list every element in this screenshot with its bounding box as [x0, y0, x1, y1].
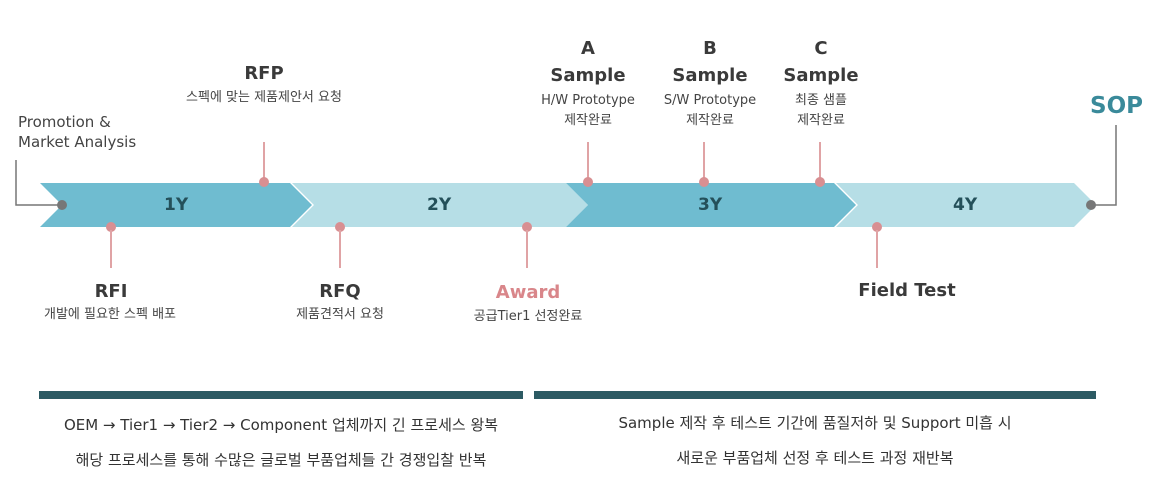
end-dot [1086, 200, 1096, 210]
rfi-title: RFI [94, 281, 128, 302]
field-test-connector [876, 230, 878, 268]
c-sample-title: Sample [783, 65, 859, 86]
right-note-line2: 새로운 부품업체 선정 후 테스트 과정 재반복 [676, 449, 954, 467]
award-title: Award [495, 282, 561, 303]
rfq-connector [339, 230, 341, 268]
b-sample-title: Sample [672, 65, 748, 86]
segment-1y-label: 1Y [164, 195, 189, 215]
right-note-line1: Sample 제작 후 테스트 기간에 품질저하 및 Support 미흡 시 [618, 414, 1012, 432]
b-sample-desc1: S/W Prototype [663, 93, 757, 108]
segment-4y-label: 4Y [953, 195, 978, 215]
rfp-dot [259, 177, 269, 187]
a-sample-letter: A [581, 38, 595, 59]
rfp-connector [263, 142, 265, 180]
start-dot [57, 200, 67, 210]
sop-label: SOP [1090, 93, 1143, 119]
segment-2y-label: 2Y [427, 195, 452, 215]
rfp-desc: 스펙에 맞는 제품제안서 요청 [186, 90, 342, 105]
b-sample-connector [703, 142, 705, 180]
start-label-line2: Market Analysis [18, 133, 137, 151]
c-sample-connector [819, 142, 821, 180]
rfi-dot [106, 222, 116, 232]
segment-3y [566, 183, 856, 227]
start-label: Promotion & Market Analysis [18, 112, 136, 152]
b-sample-letter: B [703, 38, 717, 59]
segment-4y [836, 183, 1096, 227]
a-sample-connector [587, 142, 589, 180]
rfq-desc: 제품견적서 요청 [296, 307, 384, 322]
rfp-title: RFP [244, 63, 284, 84]
rfq-dot [335, 222, 345, 232]
rfi-connector [110, 230, 112, 268]
start-label-line1: Promotion & [18, 113, 111, 131]
c-sample-letter: C [814, 38, 828, 59]
a-sample-desc2: 제작완료 [564, 113, 612, 128]
rfi-desc: 개발에 필요한 스펙 배포 [44, 307, 176, 322]
left-note-line2: 해당 프로세스를 통해 수많은 글로벌 부품업체들 간 경쟁입찰 반복 [75, 451, 487, 469]
a-sample-dot [583, 177, 593, 187]
c-sample-dot [815, 177, 825, 187]
left-note-line1: OEM → Tier1 → Tier2 → Component 업체까지 긴 프… [63, 416, 499, 434]
award-connector [526, 230, 528, 268]
b-sample-desc2: 제작완료 [686, 113, 734, 128]
award-desc: 공급Tier1 선정완료 [473, 309, 583, 324]
a-sample-title: Sample [550, 65, 626, 86]
c-sample-desc1: 최종 샘플 [795, 93, 847, 108]
a-sample-desc1: H/W Prototype [541, 93, 635, 108]
b-sample-dot [699, 177, 709, 187]
left-note-bar [39, 391, 523, 399]
segment-1y [40, 183, 312, 227]
segment-3y-label: 3Y [698, 195, 723, 215]
field-test-title: Field Test [858, 280, 956, 301]
field-test-dot [872, 222, 882, 232]
segment-2y [292, 183, 588, 227]
award-dot [522, 222, 532, 232]
c-sample-desc2: 제작완료 [797, 113, 845, 128]
rfq-title: RFQ [319, 281, 361, 302]
right-note-bar [534, 391, 1096, 399]
